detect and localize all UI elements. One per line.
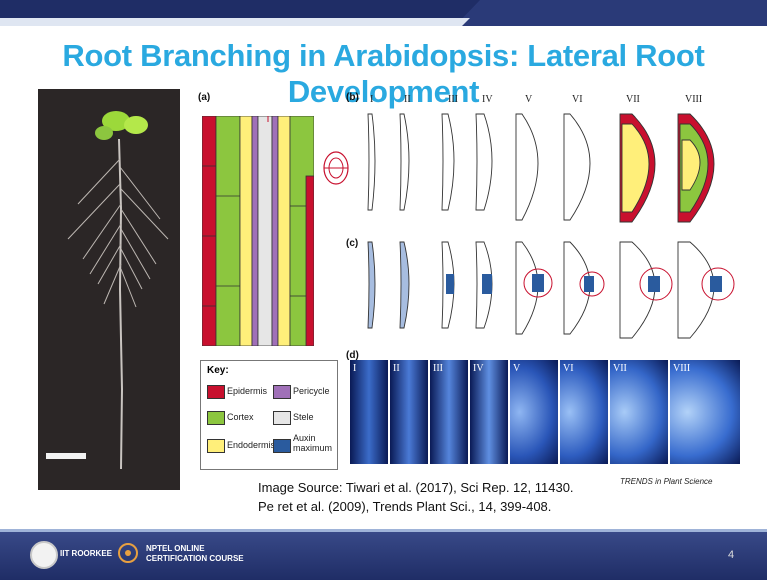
legend-label-endodermis: Endodermis — [227, 440, 275, 450]
auxin-stages-c — [358, 238, 743, 348]
legend-swatch-epidermis — [207, 385, 225, 399]
legend-label-epidermis: Epidermis — [227, 386, 267, 396]
top-banner — [0, 0, 767, 26]
image-source-line2: Pe ret et al. (2009), Trends Plant Sci.,… — [258, 499, 551, 514]
microscopy-stage-2: II — [390, 360, 428, 464]
microscopy-stage-7: VII — [610, 360, 668, 464]
stage-label-1: I — [370, 94, 373, 105]
stage-label-4: IV — [482, 94, 493, 105]
panel-label-b: (b) — [346, 92, 359, 103]
seedling-photo — [38, 89, 180, 490]
micro-label-7: VII — [613, 363, 627, 374]
stage-label-5: V — [525, 94, 532, 105]
microscopy-stage-1: I — [350, 360, 388, 464]
micro-label-5: V — [513, 363, 520, 374]
stage-label-7: VII — [626, 94, 640, 105]
legend-label-stele: Stele — [293, 412, 314, 422]
cross-section-icon — [322, 150, 350, 186]
primordia-stages-b — [358, 110, 743, 230]
legend-swatch-auxin — [273, 439, 291, 453]
footer-bar — [0, 529, 767, 580]
legend-swatch-endodermis — [207, 439, 225, 453]
page-number: 4 — [728, 549, 734, 561]
micro-label-6: VI — [563, 363, 574, 374]
legend-swatch-pericycle — [273, 385, 291, 399]
tissue-layers-diagram — [202, 116, 314, 346]
stage-label-2: II — [404, 94, 411, 105]
legend-label-pericycle: Pericycle — [293, 386, 330, 396]
iit-roorkee-logo — [30, 541, 58, 569]
stage-label-8: VIII — [685, 94, 702, 105]
institute-name: IIT ROORKEE — [60, 549, 112, 558]
course-name: NPTEL ONLINE CERTIFICATION COURSE — [146, 544, 244, 564]
legend-title: Key: — [207, 365, 229, 376]
figure-credit: TRENDS in Plant Science — [620, 477, 712, 486]
microscopy-stage-4: IV — [470, 360, 508, 464]
microscopy-stage-6: VI — [560, 360, 608, 464]
micro-label-2: II — [393, 363, 400, 374]
micro-label-4: IV — [473, 363, 484, 374]
legend-swatch-cortex — [207, 411, 225, 425]
microscopy-stage-5: V — [510, 360, 558, 464]
panel-label-c: (c) — [346, 238, 358, 249]
panel-label-a: (a) — [198, 92, 210, 103]
micro-label-8: VIII — [673, 363, 690, 374]
legend-label-auxin: Auxin maximum — [293, 433, 333, 453]
course-line1: NPTEL ONLINE — [146, 544, 244, 554]
microscopy-stage-3: III — [430, 360, 468, 464]
micro-label-3: III — [433, 363, 443, 374]
footer-divider — [0, 529, 767, 532]
stage-label-3: III — [448, 94, 458, 105]
legend-swatch-stele — [273, 411, 291, 425]
legend-label-cortex: Cortex — [227, 412, 254, 422]
micro-label-1: I — [353, 363, 356, 374]
legend-key: Key: Epidermis Pericycle Cortex Stele En… — [200, 360, 338, 470]
course-line2: CERTIFICATION COURSE — [146, 554, 244, 564]
stage-label-6: VI — [572, 94, 583, 105]
nptel-logo — [118, 541, 138, 565]
microscopy-stage-8: VIII — [670, 360, 740, 464]
image-source-line1: Image Source: Tiwari et al. (2017), Sci … — [258, 480, 574, 495]
